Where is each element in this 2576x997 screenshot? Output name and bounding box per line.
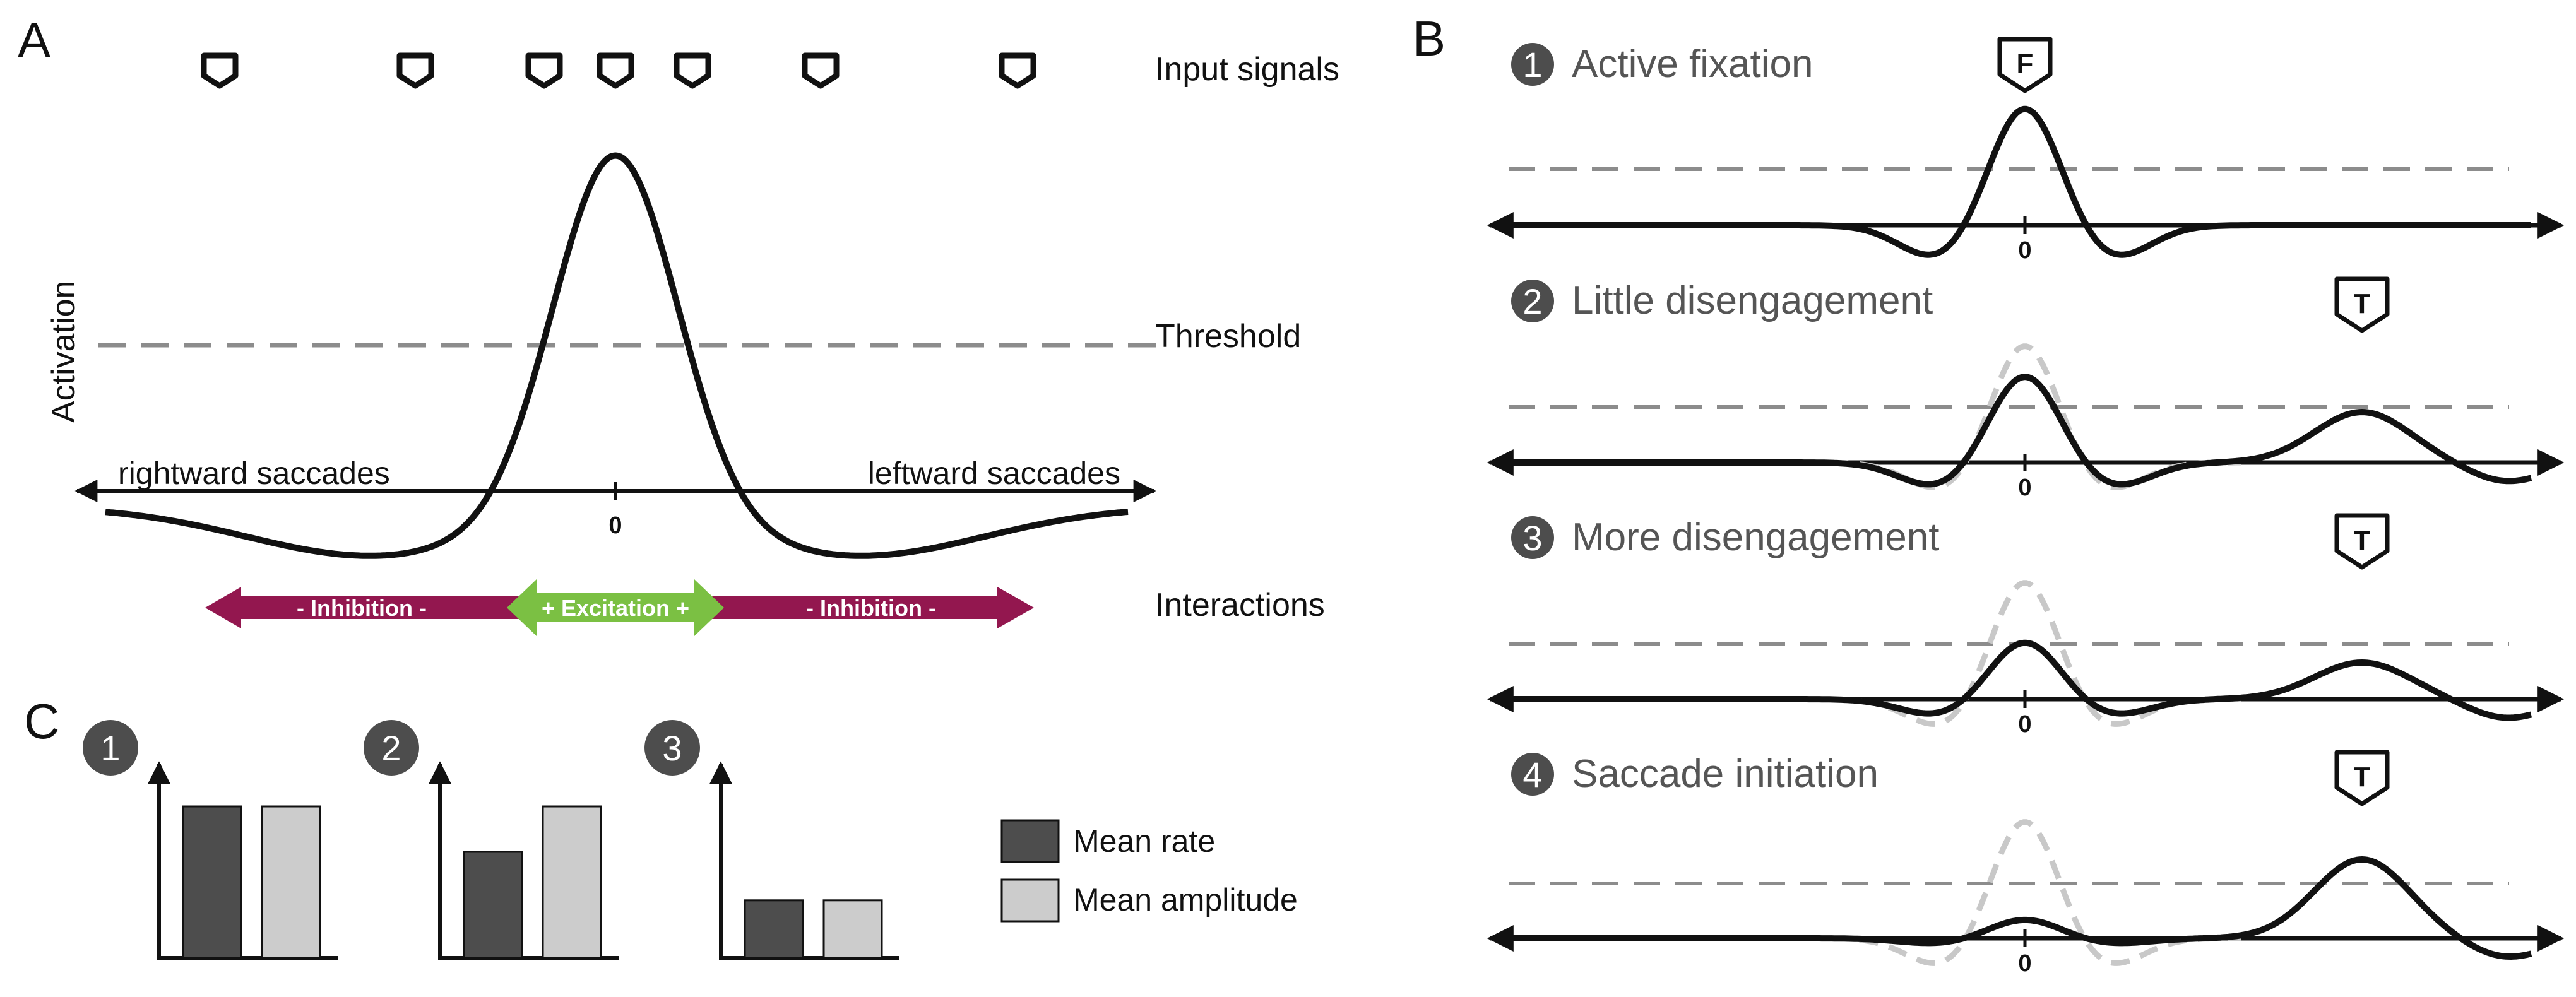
- group-number: 1: [100, 728, 120, 768]
- panel-b-letter: B: [1413, 11, 1445, 66]
- svg-text:T: T: [2354, 525, 2371, 556]
- step-number: 2: [1522, 281, 1542, 321]
- input-signal-marker: [597, 52, 634, 89]
- panel-b-row: 2 Little disengagement 0 T: [1487, 276, 2565, 501]
- panel-b-row: 3 More disengagement 0 T: [1487, 513, 2565, 738]
- activation-axis-label: Activation: [45, 281, 82, 423]
- activation-curve: [1495, 374, 2532, 488]
- step-number: 4: [1522, 755, 1542, 794]
- target-marker: T: [2334, 750, 2390, 806]
- step-title: More disengagement: [1572, 516, 1939, 559]
- group-number: 2: [381, 728, 401, 768]
- rightward-saccades-label: rightward saccades: [118, 456, 390, 491]
- step-number-badge: [1511, 43, 1554, 86]
- input-signal-marker: [999, 52, 1036, 89]
- mean-amplitude-bar: [822, 899, 883, 959]
- threshold-label: Threshold: [1155, 318, 1301, 355]
- bar-group: 1: [83, 720, 338, 960]
- activation-curve: [1495, 105, 2532, 258]
- step-title: Active fixation: [1572, 42, 1813, 86]
- svg-text:F: F: [2017, 49, 2034, 80]
- target-marker: T: [2334, 276, 2390, 333]
- panel-b-row: 1 Active fixation 0 F: [1487, 37, 2565, 264]
- bar-group: 2: [364, 720, 619, 960]
- mean-rate-bar: [182, 805, 242, 959]
- panel-a: A Input signals Threshold Activation 0 r…: [18, 12, 1339, 636]
- activation-curve: [1495, 856, 2532, 960]
- input-signal-markers: [201, 52, 1036, 89]
- mean-amplitude-bar: [542, 805, 602, 959]
- svg-text:T: T: [2354, 288, 2371, 319]
- inhibition-right-label: - Inhibition -: [806, 595, 936, 621]
- inhibition-left-label: - Inhibition -: [297, 595, 427, 621]
- zero-label: 0: [2018, 711, 2031, 738]
- group-number: 3: [662, 728, 682, 768]
- interactions-label: Interactions: [1155, 587, 1325, 623]
- step-title: Little disengagement: [1572, 279, 1933, 322]
- target-marker: T: [2334, 513, 2390, 570]
- zero-label: 0: [2018, 237, 2031, 264]
- activation-curve: [1495, 639, 2532, 721]
- input-signal-marker: [525, 52, 563, 89]
- activation-curve: [105, 152, 1129, 559]
- step-number-badge: [1511, 280, 1554, 322]
- input-signals-label: Input signals: [1155, 51, 1339, 88]
- legend-amplitude-label: Mean amplitude: [1073, 882, 1298, 917]
- step-title: Saccade initiation: [1572, 752, 1879, 796]
- fixation-marker: F: [1997, 37, 2053, 93]
- step-number-badge: [1511, 516, 1554, 559]
- input-signal-marker: [674, 52, 711, 89]
- panel-b-row: 4 Saccade initiation 0 T: [1487, 750, 2565, 977]
- excitation-label: + Excitation +: [542, 595, 689, 621]
- input-signal-marker: [201, 52, 239, 89]
- group-number-badge: [364, 720, 419, 776]
- excitation-arrow: [507, 579, 724, 636]
- input-signal-marker: [396, 52, 434, 89]
- zero-label: 0: [2018, 475, 2031, 501]
- legend-amplitude-swatch: [1000, 878, 1060, 923]
- bar-group: 3: [644, 720, 899, 960]
- svg-text:T: T: [2354, 762, 2371, 793]
- panel-c-letter: C: [24, 693, 59, 749]
- mean-amplitude-bar: [261, 805, 321, 959]
- mean-rate-bar: [744, 899, 804, 959]
- legend-rate-swatch: [1000, 819, 1060, 863]
- panel-b: B 1 Active fixation 0 F 2 Little disengagemen…: [1413, 11, 2565, 977]
- zero-label: 0: [2018, 950, 2031, 977]
- group-number-badge: [83, 720, 138, 776]
- panel-c: C 1 2 3 Mean rate Mean amplitude: [24, 693, 1298, 960]
- group-number-badge: [644, 720, 700, 776]
- legend-rate-label: Mean rate: [1073, 823, 1215, 859]
- input-signal-marker: [802, 52, 840, 89]
- panel-a-letter: A: [18, 12, 50, 68]
- panel-a-zero-label: 0: [608, 512, 622, 539]
- step-number-badge: [1511, 753, 1554, 796]
- step-number: 3: [1522, 518, 1542, 558]
- mean-rate-bar: [463, 851, 523, 959]
- step-number: 1: [1522, 45, 1542, 85]
- leftward-saccades-label: leftward saccades: [868, 456, 1120, 491]
